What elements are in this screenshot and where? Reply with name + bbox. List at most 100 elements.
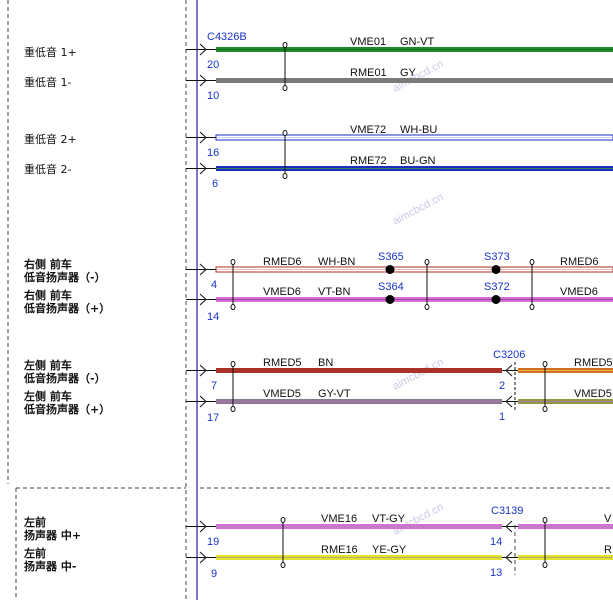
label-sub2-plus: 重低音 2+ [24,132,77,146]
wire-name-vmed6: VMED6 [263,286,301,298]
label-fl-mid-minus-1: 左前 [23,546,46,560]
wire-name-rmed5: RMED5 [263,357,302,369]
wire-color-vme01: GN-VT [400,36,435,48]
svg-text:aimcbcd.cn: aimcbcd.cn [391,191,446,228]
wire-color-vme72: WH-BU [400,124,437,136]
label-sub1-minus: 重低音 1- [24,75,71,89]
splice-label-s364: S364 [378,281,404,293]
pin-4: 4 [211,279,217,291]
splice-label-s373: S373 [484,251,510,263]
label-lf-minus-1: 左侧 前车 [23,358,72,372]
inline-connector-c3139 [502,520,518,564]
label-sub1-plus: 重低音 1+ [24,45,77,59]
component-labels: 重低音 1+ 重低音 1- 重低音 2+ 重低音 2- 右侧 前车 低音扬声器（… [23,45,110,573]
pin-9: 9 [211,568,217,580]
arrow-pin-9 [186,551,216,564]
svg-text:aimcbcd.cn: aimcbcd.cn [391,356,446,393]
wire-color-vmed6: VT-BN [318,286,350,298]
component-outline [7,0,613,600]
wire-name-rmed5-right: RMED5 [574,357,613,369]
connector-c3139: C3139 [491,505,523,517]
wire-color-rmed6: WH-BN [318,256,355,268]
pin-c3206-1: 1 [499,411,505,423]
connector-labels: C4326B C3206 C3139 [207,31,525,517]
arrow-pin-10 [186,74,216,87]
splice-s365 [385,265,395,274]
label-lf-minus-2: 低音扬声器（-） [23,371,106,385]
wire-name-rme72: RME72 [350,155,387,167]
wire-name-rme01: RME01 [350,67,387,79]
wire-color-rme72: BU-GN [400,155,436,167]
wire-name-vme72: VME72 [350,124,386,136]
wire-name-rme16-right: R [604,544,612,556]
splice-s373 [491,265,501,274]
wire-vmed6 [216,297,613,302]
twisted-pair-markers [230,42,548,568]
connector-arrows-left [186,43,216,564]
arrow-pin-19 [186,520,216,533]
wire-rme01 [216,78,613,83]
label-rf-plus-2: 低音扬声器（+） [23,301,110,315]
wire-name-vmed6-right: VMED6 [560,286,598,298]
pin-10: 10 [207,90,219,102]
pin-c3139-13: 13 [490,567,502,579]
label-fl-mid-plus-2: 扬声器 中+ [24,528,81,542]
pin-20: 20 [207,59,219,71]
arrow-pin-7 [186,364,216,377]
label-lf-plus-1: 左侧 前车 [23,389,72,403]
wire-vme16 [216,524,613,529]
pin-numbers: 20 10 16 6 4 14 7 17 19 9 2 1 14 13 [207,59,505,580]
pin-17: 17 [207,412,219,424]
arrow-pin-17 [186,395,216,408]
label-rf-plus-1: 右侧 前车 [23,288,72,302]
pin-16: 16 [207,147,219,159]
splice-points [385,265,501,304]
arrow-pin-4 [186,263,216,276]
label-rf-minus-1: 右侧 前车 [23,257,72,271]
wire-color-rmed5: BN [318,357,333,369]
connector-c3206: C3206 [493,349,525,361]
pin-7: 7 [211,380,217,392]
wire-name-rmed6-right: RMED6 [560,256,599,268]
wire-color-vme16: VT-GY [372,513,406,525]
splice-s372 [491,295,501,304]
label-sub2-minus: 重低音 2- [24,162,71,176]
splice-labels: S365 S364 S373 S372 [378,251,510,293]
wire-name-rmed6: RMED6 [263,256,302,268]
arrow-pin-14 [186,293,216,306]
wire-labels: VME01 GN-VT RME01 GY VME72 WH-BU RME72 B… [263,36,613,556]
wire-vme01 [216,47,613,52]
pin-19: 19 [207,536,219,548]
svg-text:aimcbcd.cn: aimcbcd.cn [391,58,446,95]
wire-rme16 [216,555,613,560]
arrow-pin-6 [186,162,216,175]
pin-c3139-14: 14 [490,536,502,548]
wire-name-vme01: VME01 [350,36,386,48]
splice-label-s365: S365 [378,251,404,263]
connector-c4326b: C4326B [207,31,247,43]
inline-connector-c3206 [502,362,518,410]
splice-s364 [385,295,395,304]
wire-color-rme16: YE-GY [372,544,407,556]
label-rf-minus-2: 低音扬声器（-） [23,270,106,284]
label-fl-mid-minus-2: 扬声器 中- [24,559,76,573]
label-lf-plus-2: 低音扬声器（+） [23,402,110,416]
pin-14: 14 [207,311,219,323]
wire-color-rme01: GY [400,67,417,79]
wire-color-vmed5: GY-VT [318,388,351,400]
wire-name-vmed5: VMED5 [263,388,301,400]
wire-rmed5 [216,368,613,373]
wire-name-rme16: RME16 [321,544,358,556]
wire-name-vme16: VME16 [321,513,357,525]
arrow-pin-16 [186,131,216,144]
label-fl-mid-plus-1: 左前 [23,515,46,529]
splice-label-s372: S372 [484,281,510,293]
pin-6: 6 [212,178,218,190]
pin-c3206-2: 2 [499,380,505,392]
wire-rme72 [216,166,613,171]
arrow-pin-20 [186,43,216,56]
wire-name-vmed5-right: VMED5 [574,388,612,400]
wire-vmed5 [216,399,613,404]
wire-name-vme16-right: V [604,513,612,525]
